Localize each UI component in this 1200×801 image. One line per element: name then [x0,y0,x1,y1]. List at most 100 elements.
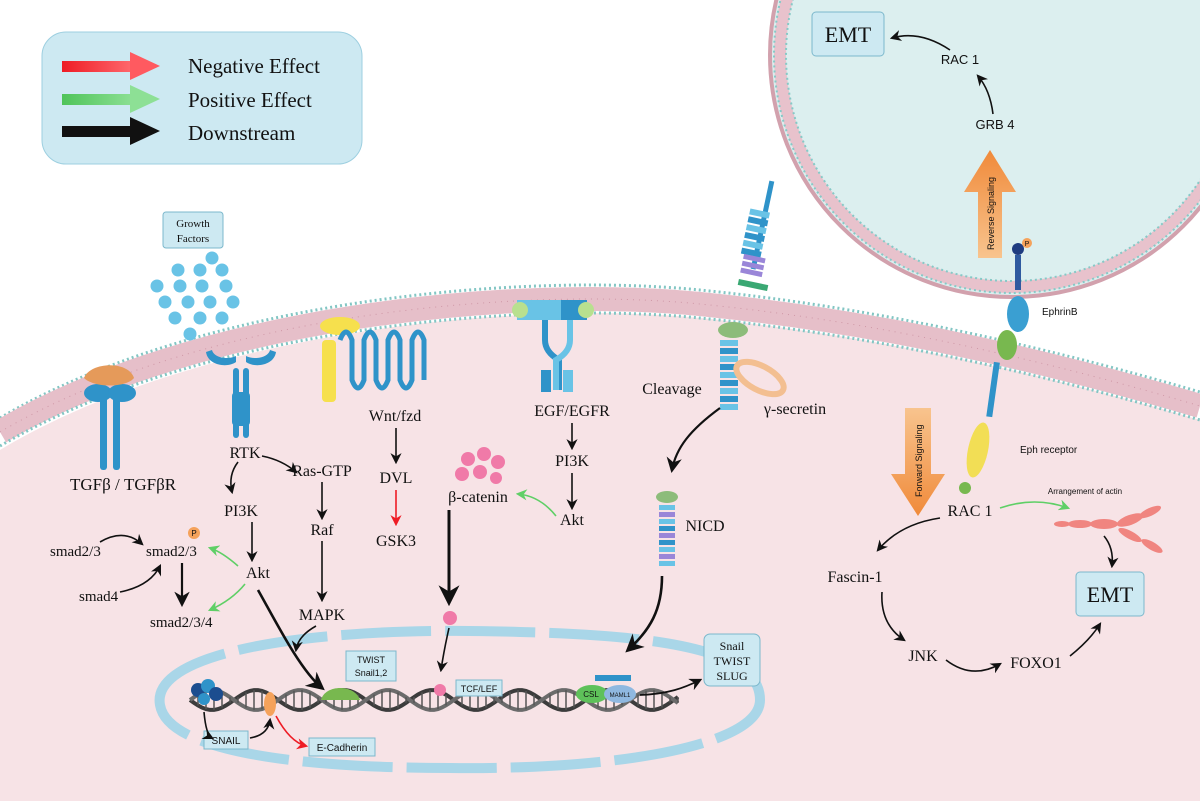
akt-mid-label: Akt [560,512,585,529]
egf-egfr-label: EGF/EGFR [534,403,610,420]
arrow-nicd-nucleus [625,575,664,653]
growth-factor-dot [193,311,207,325]
arrow-akt-dna [256,589,325,691]
arrow-rtk-pi3k [224,461,239,495]
emt-top-label: EMT [825,22,872,47]
negative-effect-arrow-icon [62,52,160,80]
wnt-fzd-label: Wnt/fzd [369,408,421,425]
legend-negative-label: Negative Effect [188,54,320,78]
neighbor-cell [768,0,1200,299]
akt-left-label: Akt [246,565,271,582]
notch-complex [718,180,787,410]
tgfb-label: TGFβ / TGFβR [70,475,177,494]
beta-catenin-cluster [455,447,505,484]
snail-twist-slug-box [703,633,761,687]
growth-factors-box [162,211,224,249]
foxo1-label: FOXO1 [1010,655,1062,672]
emt-right-label: EMT [1087,582,1134,607]
dvl-label: DVL [380,470,413,487]
tgfb-receptor [84,365,136,470]
arrow-akt-beta-catenin [515,489,557,517]
growth-factor-dot [158,295,172,309]
beta-catenin-molecule [443,611,457,625]
jnk-label: JNK [908,648,938,665]
pi3k-mid-label: PI3K [555,453,589,470]
arrow-akt-smad234 [207,583,246,612]
arrow-akt-smad23 [207,545,239,567]
arrow-fascin-jnk [881,591,906,642]
emt-top-box [811,11,885,57]
arrow-snail-binding [249,717,275,739]
gsk3-label: GSK3 [376,533,416,550]
snail12-label: Snail1,2 [355,668,388,678]
growth-factor-dot [150,279,164,293]
snail-box [203,730,249,750]
pathway-arrows [99,30,1119,750]
eph-receptor [959,330,1017,494]
rtk-label: RTK [229,445,260,462]
ecadherin-box [308,737,376,757]
cleavage-label: Cleavage [642,381,702,398]
growth-factor-dot [215,311,229,325]
arrow-cleavage-nicd [666,407,721,474]
rtk-receptor [206,350,276,438]
tcf-lef-label: TCF/LEF [461,684,498,694]
arrow-rac1-fascin [876,517,941,552]
beta-catenin-nuclear [434,684,446,696]
maml-label: MAML1 [610,693,631,699]
arrow-rac1-emt-top [889,30,951,51]
growth-factor-dot [168,311,182,325]
smad23-input-label: smad2/3 [50,544,101,560]
twist-label: TWIST [357,655,385,665]
twist-snail-bound-factor [321,688,360,700]
eph-receptor-label: Eph receptor [1020,445,1078,456]
growth-factor-dot [171,263,185,277]
growth-factor-dot [181,295,195,309]
raf-label: Raf [310,522,334,539]
arrangement-actin-label: Arrangement of actin [1048,487,1122,496]
arrow-beta-catenin-tcf [436,627,450,673]
growth-factor-ligands [150,251,240,341]
emt-right-box [1075,571,1145,617]
legend-positive-label: Positive Effect [188,88,312,112]
nicd-label: NICD [685,518,724,535]
arrow-rtk-ras [261,455,298,474]
tcf-lef-box [455,679,503,697]
forward-signaling-label: Forward Signaling [914,424,924,497]
egfr-receptor [512,300,594,392]
phospho-icon [188,527,200,539]
growth-factor-dot [205,251,219,265]
wnt-frizzled-receptor [320,317,427,402]
arrow-smad23-phospho [99,533,144,546]
ras-gtp-label: Ras-GTP [292,463,352,480]
arrow-mapk-nucleus [291,625,317,653]
growth-factor-dot [219,279,233,293]
arrow-foxo1-emt [1069,622,1102,657]
growth-factor-dot [226,295,240,309]
nicd-fragment [656,491,678,566]
ephrinb-label: EphrinB [1042,307,1078,318]
arrow-rac1-actin [999,499,1071,511]
ecadherin-label: E-Cadherin [317,743,368,754]
growth-factor-dot [203,295,217,309]
svg-text:P: P [1025,241,1030,248]
legend: Negative Effect Positive Effect Downstre… [41,31,363,165]
ephrinb-ligand: P [1007,238,1032,332]
growth-factor-dot [193,263,207,277]
gamma-secretin-label: γ-secretin [763,401,826,418]
smad234-label: smad2/3/4 [150,615,213,631]
growth-factor-dot [183,327,197,341]
transcription-complex-left [191,679,276,716]
phospho-label: P [191,529,196,538]
csl-label: CSL [583,690,599,699]
grb4-label: GRB 4 [975,117,1014,132]
arrow-actin-emt [1103,535,1119,569]
snail-label: SNAIL [212,736,241,747]
growth-factor-dot [173,279,187,293]
beta-catenin-label: β-catenin [448,489,508,506]
legend-downstream-label: Downstream [188,121,295,145]
growth-factor-dot [215,263,229,277]
positive-effect-arrow-icon [62,85,160,113]
